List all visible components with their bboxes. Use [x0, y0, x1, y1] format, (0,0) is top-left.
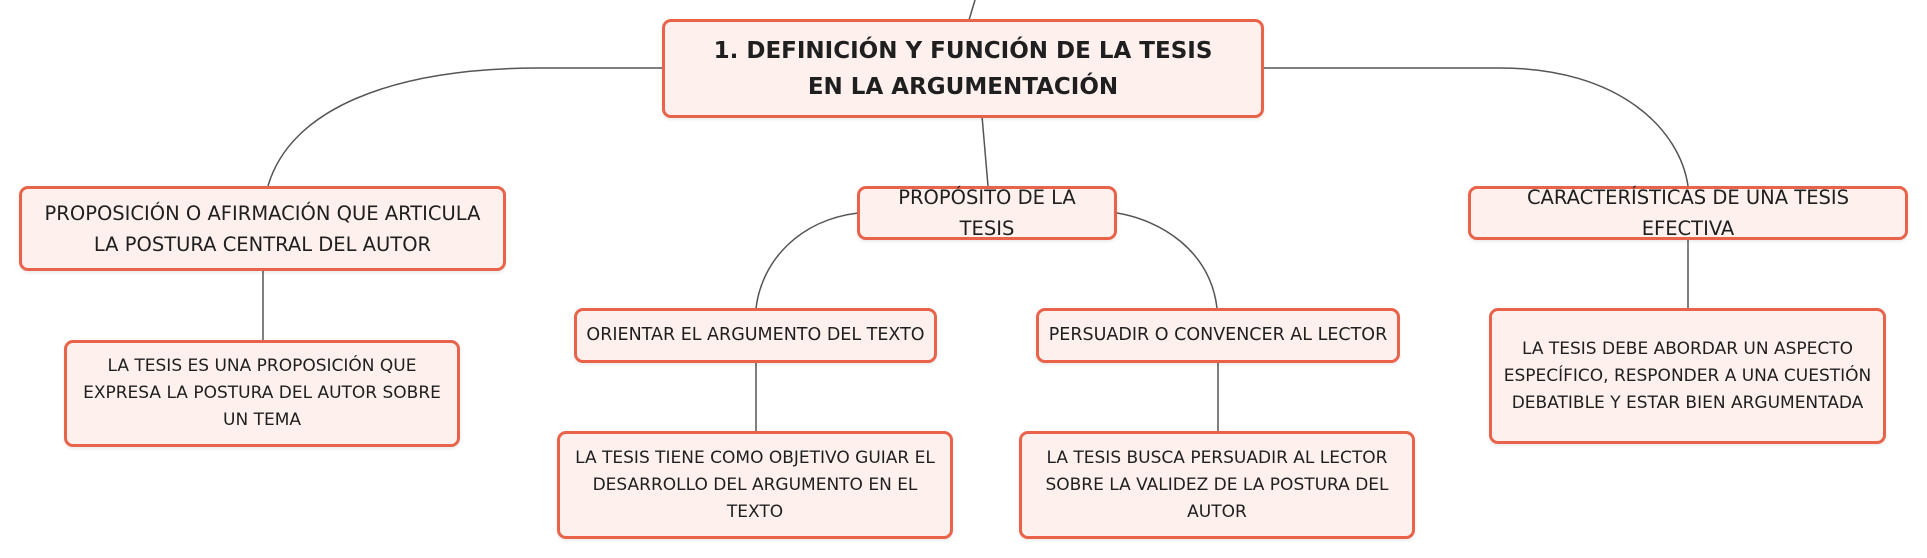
branch-node-proposicion[interactable]: PROPOSICIÓN O AFIRMACIÓN QUE ARTICULA LA…	[19, 186, 506, 271]
child-node-orientar[interactable]: ORIENTAR EL ARGUMENTO DEL TEXTO	[574, 308, 937, 363]
detail-node-persuadir[interactable]: LA TESIS BUSCA PERSUADIR AL LECTOR SOBRE…	[1019, 431, 1415, 539]
child-node-persuadir-label: PERSUADIR O CONVENCER AL LECTOR	[1048, 325, 1388, 345]
child-node-persuadir[interactable]: PERSUADIR O CONVENCER AL LECTOR	[1036, 308, 1400, 363]
branch-node-proposito[interactable]: PROPÓSITO DE LA TESIS	[857, 186, 1117, 240]
detail-node-proposicion[interactable]: LA TESIS ES UNA PROPOSICIÓN QUE EXPRESA …	[64, 340, 460, 447]
root-node[interactable]: 1. DEFINICIÓN Y FUNCIÓN DE LA TESIS EN L…	[662, 19, 1264, 118]
detail-node-orientar-label: LA TESIS TIENE COMO OBJETIVO GUIAR EL DE…	[575, 447, 935, 522]
detail-node-caracteristicas-label: LA TESIS DEBE ABORDAR UN ASPECTO ESPECÍF…	[1503, 338, 1872, 413]
branch-node-proposito-label: PROPÓSITO DE LA TESIS	[898, 186, 1076, 240]
branch-node-caracteristicas-label: CARACTERÍSTICAS DE UNA TESIS EFECTIVA	[1526, 186, 1850, 240]
detail-node-proposicion-label: LA TESIS ES UNA PROPOSICIÓN QUE EXPRESA …	[83, 356, 441, 430]
connector-incoming	[968, 0, 976, 21]
child-node-orientar-label: ORIENTAR EL ARGUMENTO DEL TEXTO	[586, 325, 925, 345]
detail-node-caracteristicas[interactable]: LA TESIS DEBE ABORDAR UN ASPECTO ESPECÍF…	[1489, 308, 1886, 444]
branch-node-proposicion-label: PROPOSICIÓN O AFIRMACIÓN QUE ARTICULA LA…	[44, 201, 481, 256]
connector-root-branch2	[981, 115, 989, 187]
connector-branch2-child2	[1116, 212, 1218, 309]
detail-node-orientar[interactable]: LA TESIS TIENE COMO OBJETIVO GUIAR EL DE…	[557, 431, 953, 539]
root-node-label: 1. DEFINICIÓN Y FUNCIÓN DE LA TESIS EN L…	[713, 37, 1213, 100]
connector-root-branch3	[1264, 67, 1689, 187]
connector-root-branch1	[267, 67, 662, 187]
detail-node-persuadir-label: LA TESIS BUSCA PERSUADIR AL LECTOR SOBRE…	[1045, 447, 1389, 522]
connector-branch2-child1	[755, 212, 859, 309]
branch-node-caracteristicas[interactable]: CARACTERÍSTICAS DE UNA TESIS EFECTIVA	[1468, 186, 1908, 240]
